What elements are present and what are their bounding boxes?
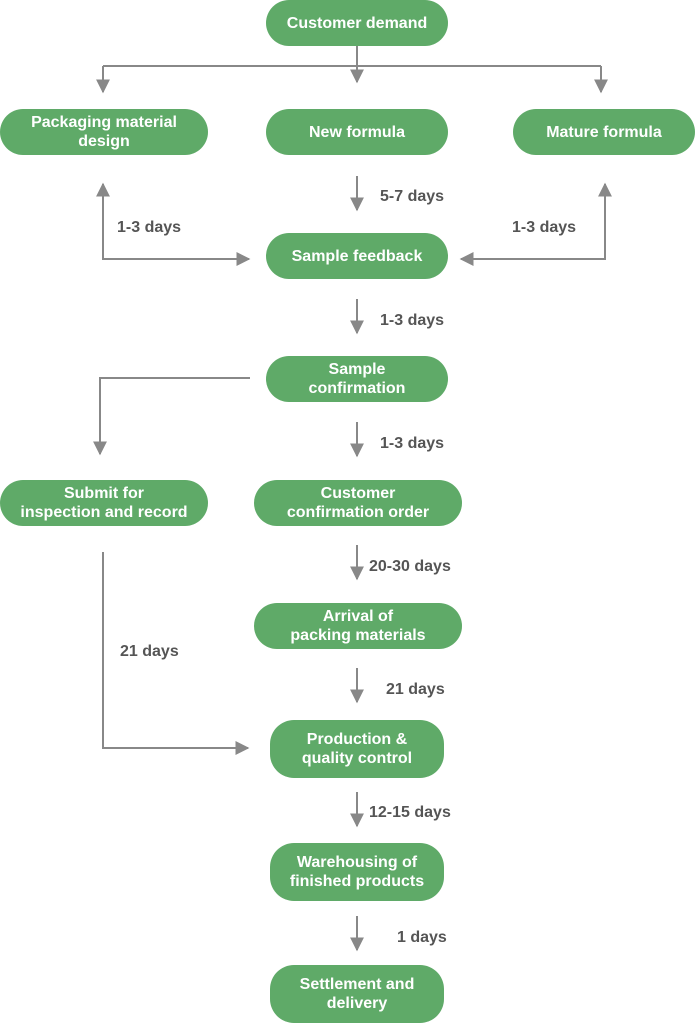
label-order-to-arrival: 20-30 days [369, 558, 451, 575]
label-warehousing-to-settlement: 1 days [397, 929, 447, 946]
node-production-quality-control: Production & quality control [270, 720, 444, 778]
label-production-to-warehousing: 12-15 days [369, 804, 451, 821]
label-inspection-to-production: 21 days [120, 643, 179, 660]
arrow-confirmation-to-submit [93, 377, 250, 456]
label-new-to-feedback: 5-7 days [380, 188, 445, 205]
node-new-formula: New formula [266, 109, 448, 155]
node-customer-demand: Customer demand [266, 0, 448, 46]
label-confirmation-to-order: 1-3 days [380, 435, 445, 452]
label-feedback-to-confirmation: 1-3 days [380, 312, 445, 329]
node-submit-inspection-record: Submit for inspection and record [0, 480, 208, 526]
node-mature-formula: Mature formula [513, 109, 695, 155]
node-arrival-packing-materials: Arrival of packing materials [254, 603, 462, 649]
label-packaging-loop: 1-3 days [117, 219, 182, 236]
node-customer-confirmation-order: Customer confirmation order [254, 480, 462, 526]
node-sample-feedback: Sample feedback [266, 233, 448, 279]
arrow-submit-to-production [102, 552, 250, 755]
label-arrival-to-production: 21 days [386, 681, 445, 698]
node-warehousing-finished-products: Warehousing of finished products [270, 843, 444, 901]
node-settlement-delivery: Settlement and delivery [270, 965, 444, 1023]
label-mature-loop: 1-3 days [512, 219, 577, 236]
node-sample-confirmation: Sample confirmation [266, 356, 448, 402]
node-packaging-material-design: Packaging material design [0, 109, 208, 155]
